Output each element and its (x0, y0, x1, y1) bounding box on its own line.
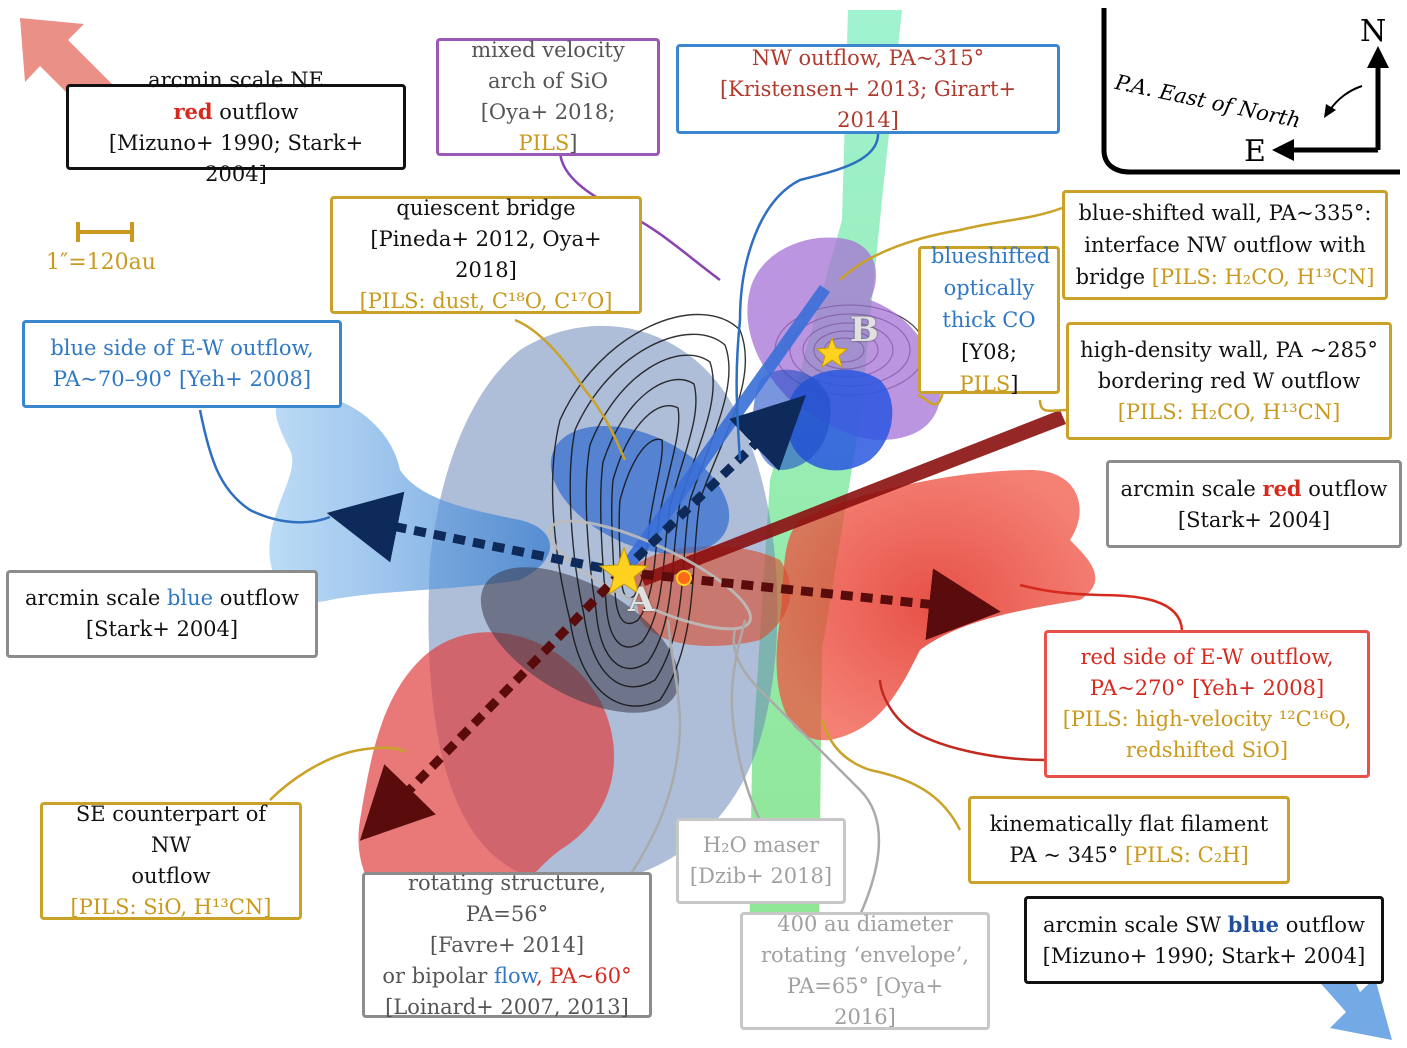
high-density-wall (640, 410, 1066, 586)
east-label: E (1244, 134, 1266, 169)
source-b-star (815, 336, 849, 369)
label-red-arcmin-outflow: arcmin scale red outflow [Stark+ 2004] (1106, 460, 1402, 548)
label-rotating-envelope: 400 au diameter rotating ‘envelope’, PA=… (740, 912, 990, 1030)
north-arrowhead (1367, 46, 1389, 68)
label-high-density-wall: high-density wall, PA ~285° bordering re… (1066, 322, 1392, 440)
pa-rotation-arrow (1329, 85, 1363, 111)
label-sw-blue-outflow: arcmin scale SW blue outflow [Mizuno+ 19… (1024, 896, 1384, 984)
rotating-structure-ellipse (548, 519, 752, 631)
label-flat-filament: kinematically flat filament PA ~ 345° [P… (968, 796, 1290, 884)
label-ne-red-outflow: arcmin scale NE red outflow [Mizuno+ 199… (66, 68, 406, 186)
scale-bar-label: 1″=120au (46, 250, 156, 275)
pa-rotation-arrowhead (1324, 104, 1336, 118)
se-red-lobe (358, 632, 615, 930)
north-label: N (1360, 14, 1387, 49)
source-a-star (598, 546, 650, 596)
h2o-maser-dot (676, 570, 692, 586)
red-outflow-arrow-se (359, 568, 626, 841)
blue-shifted-wall (620, 285, 830, 572)
scale-bar-graphic (76, 222, 134, 242)
label-blueshifted-co: blueshifted optically thick CO [Y08; PIL… (918, 244, 1060, 396)
compass-frame (1101, 8, 1400, 175)
label-ew-red-outflow: red side of E-W outflow, PA~270° [Yeh+ 2… (1044, 630, 1370, 778)
source-b-label: B (850, 310, 879, 350)
label-se-counterpart: SE counterpart of NW outflow [PILS: SiO,… (40, 802, 302, 920)
label-blue-shifted-wall: blue-shifted wall, PA~335°: interface NW… (1062, 190, 1388, 300)
red-outflow-arrow-west (621, 567, 1001, 641)
blue-outflow-arrow-east (326, 491, 623, 577)
label-sio-arch: mixed velocity arch of SiO [Oya+ 2018; P… (436, 38, 660, 156)
label-ew-blue-outflow: blue side of E-W outflow, PA~70–90° [Yeh… (22, 320, 342, 408)
label-rotating-structure: rotating structure, PA=56° [Favre+ 2014]… (362, 871, 652, 1019)
blue-outflow-arrow-nw (618, 395, 806, 576)
east-arrowhead (1272, 139, 1294, 161)
dark-ellipse (480, 567, 680, 713)
label-quiescent-bridge: quiescent bridge [Pineda+ 2012, Oya+ 201… (330, 196, 642, 314)
label-nw-outflow: NW outflow, PA~315° [Kristensen+ 2013; G… (676, 44, 1060, 134)
label-h2o-maser: H₂O maser [Dzib+ 2018] (676, 818, 846, 904)
label-blue-arcmin-outflow: arcmin scale blue outflow [Stark+ 2004] (6, 570, 318, 658)
source-a-label: A (628, 580, 655, 620)
